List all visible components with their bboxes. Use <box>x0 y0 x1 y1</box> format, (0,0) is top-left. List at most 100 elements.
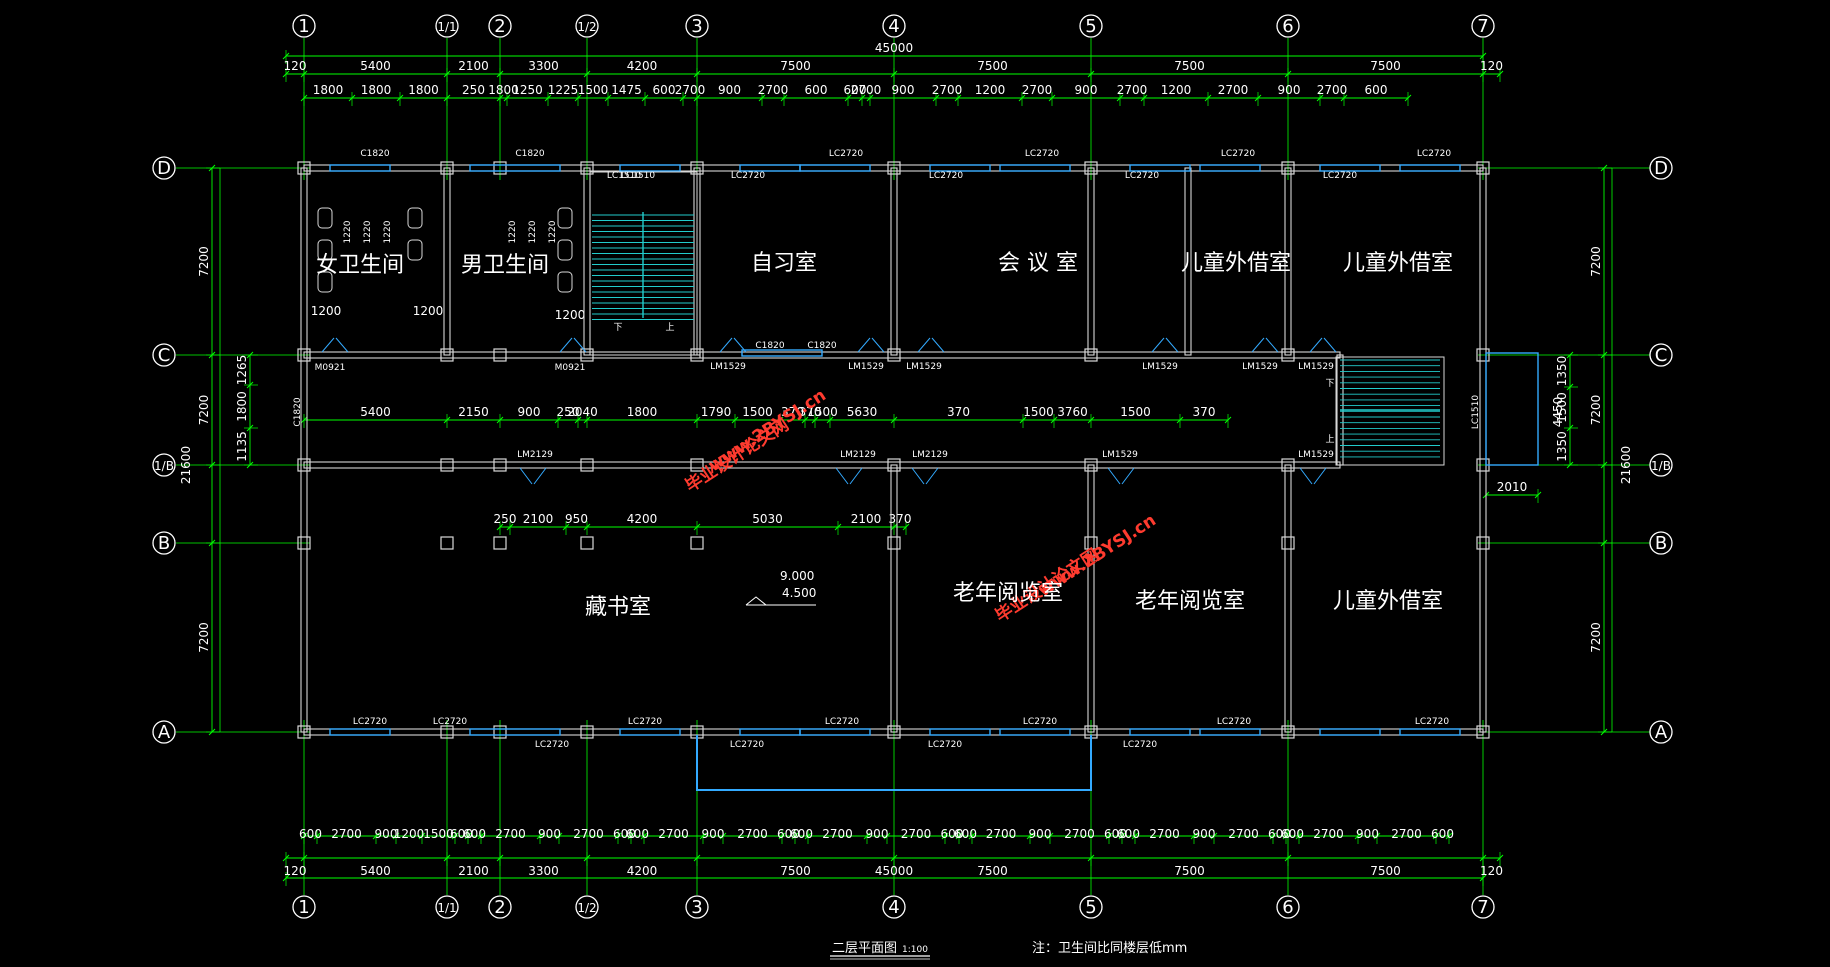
window <box>929 164 991 172</box>
window-label-top: LC2720 <box>929 171 963 181</box>
column <box>297 725 311 739</box>
dim-misc: 1200 <box>413 304 444 318</box>
door-label: LM1529 <box>1298 362 1334 372</box>
door-label: M0921 <box>555 363 586 373</box>
axis-label: 1 <box>298 16 309 37</box>
axis-labels-sides: D C 1/B B A D C 1/B B A <box>152 156 1673 744</box>
axis-bubble <box>685 895 709 919</box>
grid-lines <box>176 38 1650 895</box>
door-swing <box>559 337 587 353</box>
axis-labels-top: 1 1/1 2 1/2 3 4 5 6 7 <box>292 14 1495 38</box>
dim-right-4450: 4450 <box>1551 397 1565 428</box>
wall-axis-1 <box>300 167 308 733</box>
dim-corridor-b-label: 370 <box>889 512 912 526</box>
stair-mark: 上 <box>1325 434 1334 445</box>
dim-bottom-row2-label: 600 <box>450 827 473 841</box>
dim-misc: 1200 <box>311 304 342 318</box>
dim-corridor-c-label: 370 <box>947 405 970 419</box>
dim-bottom-row2-label: 600 <box>954 827 977 841</box>
axis-bubble <box>435 895 459 919</box>
dim-left-main-label: 7200 <box>197 246 211 277</box>
wall-axis-5-low <box>1087 464 1095 733</box>
window <box>1129 164 1191 172</box>
dim-top-row2-label: 2700 <box>851 83 882 97</box>
wall-axis-1-2 <box>583 167 591 356</box>
window-label-top: LC2720 <box>1221 149 1255 159</box>
door-label: C1820 <box>807 341 836 351</box>
dim-bottom-row2-label: 600 <box>613 827 636 841</box>
toilet-dim: 1220 <box>363 220 373 243</box>
window <box>329 164 391 172</box>
dim-bottom-row2-label: 900 <box>375 827 398 841</box>
window <box>1399 164 1461 172</box>
axis-bubble <box>1649 531 1673 555</box>
title-block: 二层平面图 1:100 注：卫生间比同楼层低mm <box>830 941 1187 960</box>
dim-corridor-b-label: 2100 <box>523 512 554 526</box>
column <box>1281 161 1295 175</box>
stair-mark: 下 <box>1325 379 1334 389</box>
window <box>1129 728 1191 736</box>
dim-bottom-row2-label: 2700 <box>822 827 853 841</box>
room-labels: 女卫生间 男卫生间 自习室 会 议 室 儿童外借室 儿童外借室 藏书室 老年阅览… <box>316 251 1453 620</box>
dim-corridor-c-label: 2040 <box>567 405 598 419</box>
dim-bottom-row1-label: 7500 <box>780 864 811 878</box>
dim-top-row2-label: 1475 <box>611 83 642 97</box>
column <box>297 348 311 362</box>
dim-left-detail-label: 1135 <box>235 431 249 462</box>
room-women-toilet: 女卫生间 <box>316 253 404 278</box>
column <box>1281 348 1295 362</box>
dim-corridor-c-label: 5630 <box>847 405 878 419</box>
right-total-dim: 21600 <box>1619 446 1633 484</box>
toilet-fixture <box>557 271 573 293</box>
dim-corridor-c-label: 1500 <box>1120 405 1151 419</box>
axis-bubble <box>1471 14 1495 38</box>
wall-axis-1b <box>303 461 1341 469</box>
toilet-fixture <box>317 207 333 229</box>
column <box>440 725 454 739</box>
dim-top-row1-label: 5400 <box>360 59 391 73</box>
dim-bottom-row2-label: 2700 <box>658 827 689 841</box>
dim-top-row1-label: 7500 <box>780 59 811 73</box>
left-total-dim: 21600 <box>179 446 193 484</box>
axis-label: 4 <box>888 897 899 918</box>
column <box>493 348 507 362</box>
axis-bubble <box>1649 343 1673 367</box>
watermark-text: www.2BYSJ.cn <box>705 385 830 476</box>
dim-top-row1-label: 2100 <box>458 59 489 73</box>
column <box>1281 536 1295 550</box>
dim-top-row1-label: 7500 <box>1174 59 1205 73</box>
dim-bottom-row2-label: 2700 <box>573 827 604 841</box>
dim-bottom-row2-label: 1200 <box>394 827 425 841</box>
toilet-dim: 1220 <box>343 220 353 243</box>
elevation-mark: 9.000 4.500 <box>745 569 816 606</box>
toilet-fixture <box>317 239 333 261</box>
dim-corridor-c-label: 370 <box>781 405 804 419</box>
dim-top-row2-label: 2700 <box>758 83 789 97</box>
dim-misc: 1200 <box>555 308 586 322</box>
window-label-top: LC2720 <box>731 171 765 181</box>
column <box>1084 161 1098 175</box>
axis-bubble <box>575 895 599 919</box>
axis-bubble <box>152 343 176 367</box>
column <box>887 725 901 739</box>
window-label-bottom: LC2720 <box>928 740 962 750</box>
window <box>469 164 561 172</box>
door-label: LM1529 <box>1102 450 1138 460</box>
window <box>1319 728 1381 736</box>
room-children-lending-1: 儿童外借室 <box>1181 251 1291 276</box>
column <box>580 536 594 550</box>
door-label: LM1529 <box>906 362 942 372</box>
dim-top-row2-label: 2700 <box>675 83 706 97</box>
dim-corridor-c-label: 1790 <box>701 405 732 419</box>
dim-top-row1-label: 120 <box>1480 59 1503 73</box>
dim-corridor-c-label: 3760 <box>1057 405 1088 419</box>
dim-bottom-row2-label: 600 <box>299 827 322 841</box>
axis-label: 1/B <box>1651 459 1671 473</box>
stair-mark: 上 <box>665 322 674 333</box>
window <box>1199 164 1261 172</box>
axis-bubble <box>1276 14 1300 38</box>
dim-bottom-row2-label: 2700 <box>1391 827 1422 841</box>
axis-label: C <box>158 345 171 366</box>
overall-dim-bottom: 45000 <box>875 864 913 878</box>
window <box>329 728 391 736</box>
